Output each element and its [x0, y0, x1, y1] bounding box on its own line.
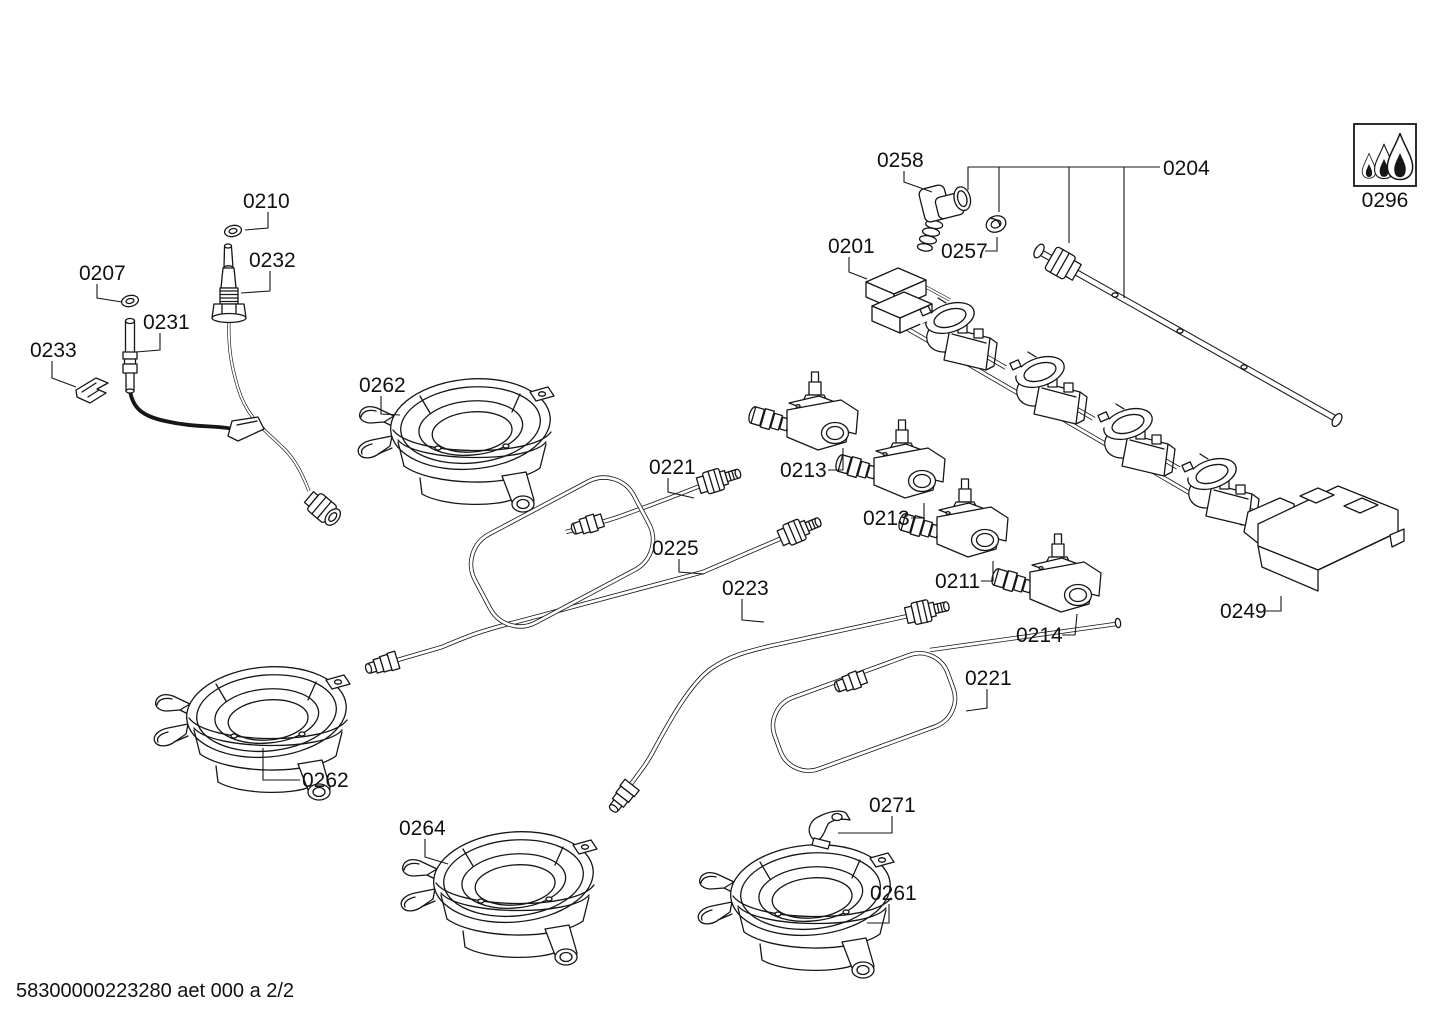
- callout-0204: 0204: [1163, 157, 1210, 180]
- callout-0213-b: 0213: [863, 507, 910, 530]
- clip-0271: [808, 810, 851, 850]
- igniter-candle-0231: [122, 317, 138, 394]
- callout-leaders: [51, 166, 1282, 924]
- manifold-connector-0201: [865, 267, 955, 334]
- footer-part-code: 58300000223280 aet 000 a 2/2: [16, 980, 294, 1002]
- callout-0231: 0231: [143, 311, 190, 334]
- washer-0257: [985, 215, 1007, 233]
- burner-base-0264: [400, 824, 598, 966]
- valve-0214: [989, 533, 1102, 613]
- pipe-0221-top: [468, 475, 701, 629]
- thermocouple-probe-0232: [211, 243, 247, 324]
- thermocouple-connector: [303, 491, 342, 526]
- callout-0262-bottom: 0262: [302, 769, 349, 792]
- callout-0296: 0296: [1362, 189, 1409, 212]
- callout-0232: 0232: [249, 249, 296, 272]
- callout-0271: 0271: [869, 794, 916, 817]
- callout-0207: 0207: [79, 262, 126, 285]
- callout-0262-top: 0262: [359, 374, 406, 397]
- callout-0233: 0233: [30, 339, 77, 362]
- burner-base-0261: [697, 837, 895, 979]
- callout-0264: 0264: [399, 817, 446, 840]
- clip-0233: [75, 377, 109, 404]
- callout-0210: 0210: [243, 190, 290, 213]
- callout-labels: 0210 0232 0207 0231 0233 0262 0221 0225 …: [30, 149, 1408, 905]
- pipe-0223: [614, 613, 909, 805]
- flame-rating-icon-0296: [1353, 123, 1417, 187]
- tube-0204: [1033, 243, 1343, 428]
- callout-0257: 0257: [941, 240, 988, 263]
- thermocouple-wire: [227, 319, 311, 492]
- callout-0249: 0249: [1220, 600, 1267, 623]
- pipe-fittings: [303, 461, 953, 817]
- seal-0210: [223, 224, 243, 238]
- callout-0213-a: 0213: [780, 459, 827, 482]
- callout-0221-bottom: 0221: [965, 667, 1012, 690]
- elbow-0258: [916, 184, 972, 252]
- seal-0207: [120, 294, 140, 308]
- callout-0221-top: 0221: [649, 456, 696, 479]
- callout-0225: 0225: [652, 537, 699, 560]
- pipe-0221-bottom: [770, 617, 1122, 773]
- callout-0258: 0258: [877, 149, 924, 172]
- callout-0201: 0201: [828, 235, 875, 258]
- valve-0213-a: [746, 371, 859, 451]
- igniter-cable: [128, 389, 265, 442]
- callout-0214: 0214: [1016, 624, 1063, 647]
- bracket-0249: [1243, 485, 1405, 592]
- pipe-0225: [369, 535, 783, 671]
- callout-0223: 0223: [722, 577, 769, 600]
- callout-0211: 0211: [935, 570, 980, 593]
- manifold-assembly: [865, 184, 1343, 527]
- callout-0261: 0261: [870, 882, 917, 905]
